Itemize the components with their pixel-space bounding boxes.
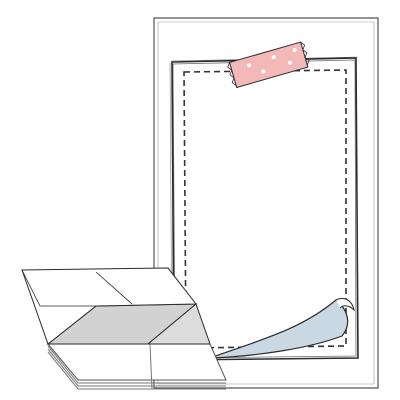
page-curl-icon	[209, 297, 355, 359]
paper-stack-icon	[21, 267, 227, 390]
dashed-stitch	[183, 69, 347, 349]
memo-sheet	[153, 17, 379, 389]
washi-tape-icon	[227, 41, 310, 89]
